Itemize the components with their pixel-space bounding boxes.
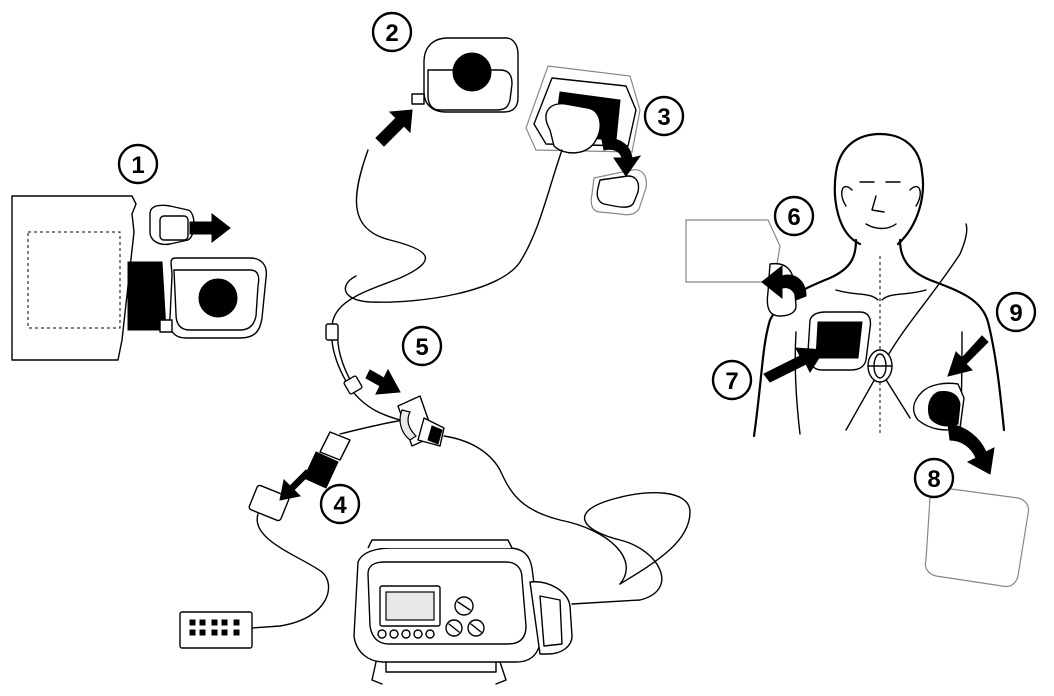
step-badge: 2 <box>371 11 413 53</box>
step-6-label: 6 <box>787 204 800 231</box>
monitor-cable <box>571 492 691 605</box>
ecg-cable-pins <box>189 619 240 636</box>
step-badge: 7 <box>711 359 753 401</box>
step-1-label: 1 <box>131 152 144 179</box>
arrow-icon <box>947 335 989 377</box>
arrow-icon <box>279 469 311 501</box>
arrow-icon <box>601 138 642 177</box>
step-8-label: 8 <box>927 466 940 493</box>
arrow-icon <box>763 347 825 383</box>
arrow-icon <box>947 423 995 475</box>
electrode-pad-peel <box>525 65 647 216</box>
arrow-icon <box>189 212 231 244</box>
arrow-icon <box>375 109 413 147</box>
step-2-label: 2 <box>385 20 398 47</box>
arrow-icon <box>761 264 807 301</box>
step-badge: 4 <box>319 483 361 525</box>
main-connector <box>397 395 627 585</box>
ecg-connector <box>179 419 405 649</box>
electrode-package <box>11 195 268 361</box>
torso-cables <box>879 223 968 371</box>
monitor-icon <box>353 539 573 685</box>
step-badge: 3 <box>643 95 685 137</box>
step-9-label: 9 <box>1009 300 1022 327</box>
arrow-icon <box>365 368 401 395</box>
chest-pad <box>807 311 893 383</box>
step-5-label: 5 <box>415 334 428 361</box>
step-7-label: 7 <box>725 368 738 395</box>
step-badge: 1 <box>117 143 159 185</box>
lead-cables <box>325 149 563 421</box>
step-badge: 6 <box>773 195 815 237</box>
electrode-pad <box>411 37 519 113</box>
step-3-label: 3 <box>657 104 670 131</box>
side-pad <box>912 382 1030 588</box>
step-badge: 5 <box>401 325 443 367</box>
step-4-label: 4 <box>333 492 347 519</box>
step-badge: 8 <box>913 457 955 499</box>
torso-icon <box>752 132 1006 438</box>
step-badge: 9 <box>995 291 1037 333</box>
